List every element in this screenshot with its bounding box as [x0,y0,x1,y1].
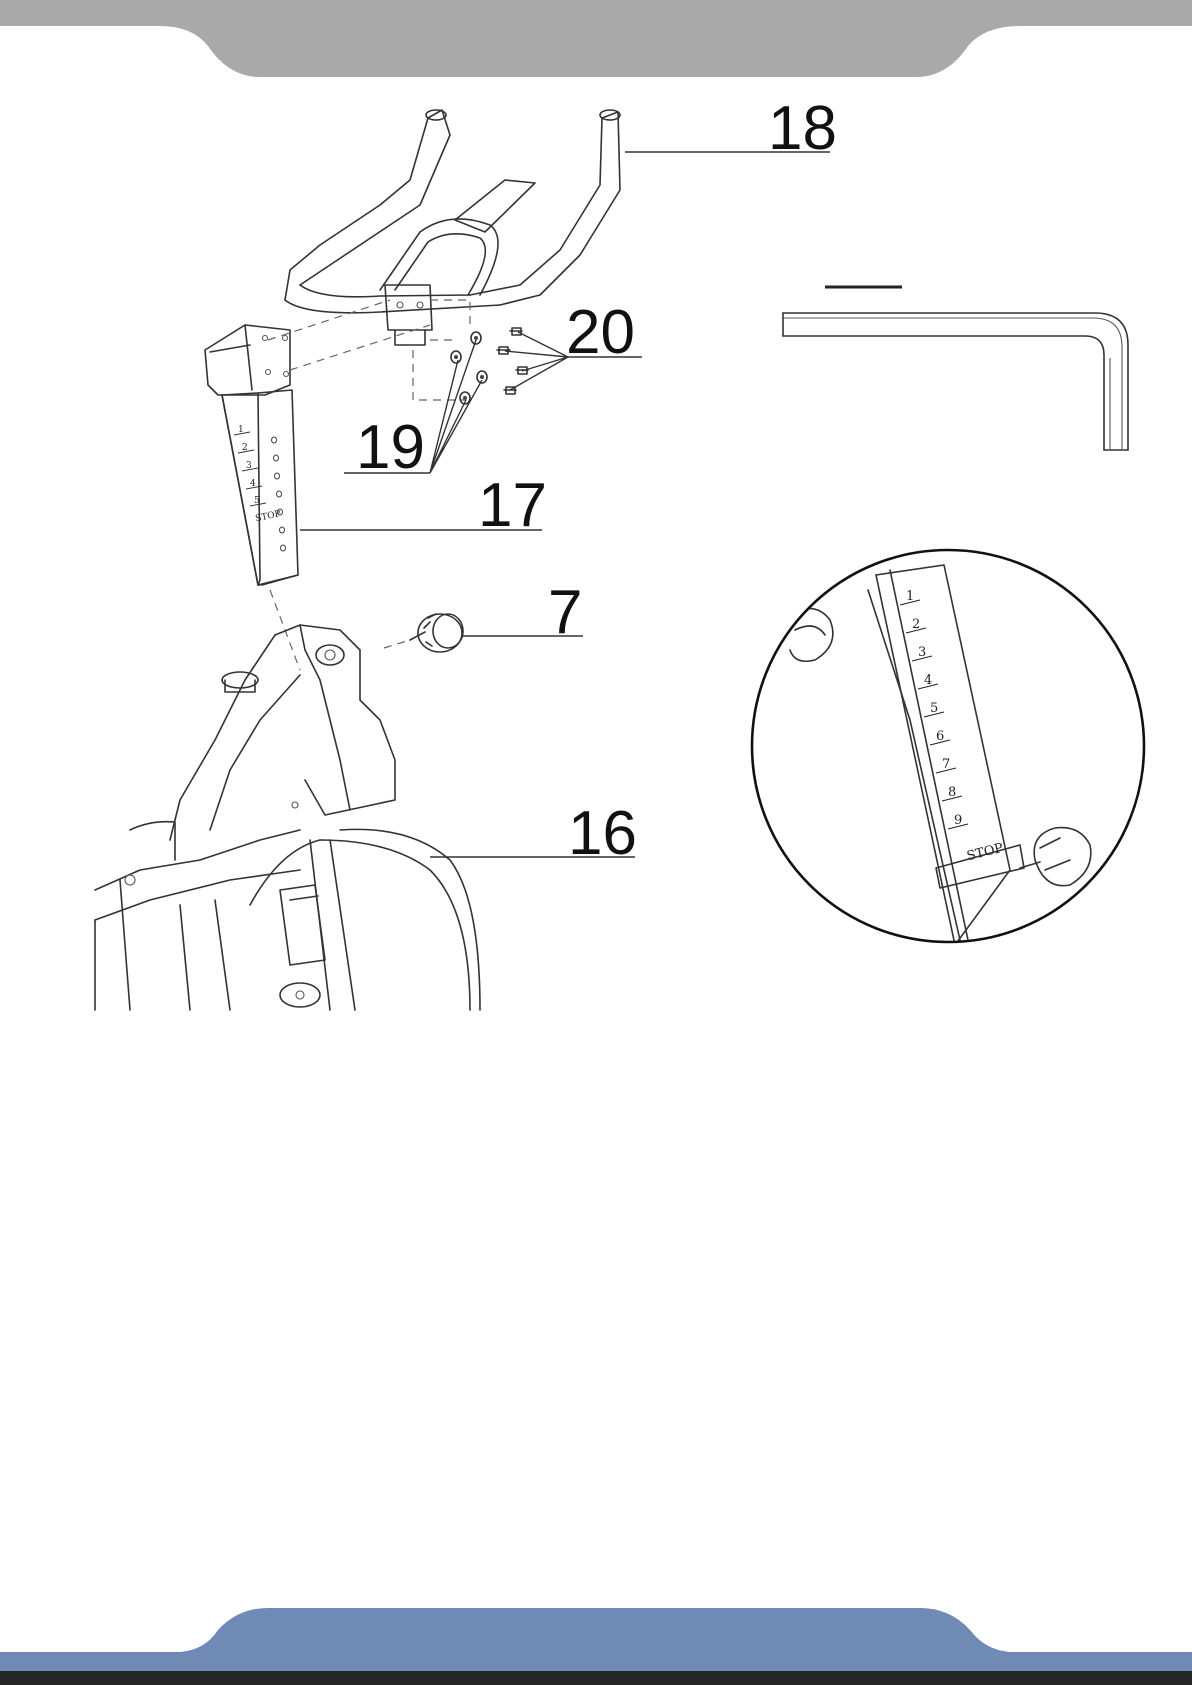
callout-19: 19 [344,340,482,482]
allen-key-icon [783,287,1128,450]
zoom-height-scale: 1 2 3 4 5 6 7 8 9 STOP [900,589,1005,864]
callout-label-7: 7 [548,578,582,647]
callout-20: 20 [505,298,642,390]
callout-label-16: 16 [568,799,637,868]
zoom-detail [752,550,1144,945]
callout-label-17: 17 [478,471,547,540]
callout-label-19: 19 [356,413,425,482]
callout-label-18: 18 [768,94,837,163]
callout-7: 7 [462,578,583,647]
callout-18: 18 [625,94,837,163]
callout-label-20: 20 [566,298,635,367]
fasteners-drawing [451,328,528,404]
handlebar-post-drawing [205,325,298,585]
zoom-scale-stop: STOP [965,841,1005,865]
callout-16: 16 [430,799,637,868]
bike-frame-drawing [95,625,480,1010]
knob-drawing [410,614,463,652]
header-band [0,0,1192,77]
footer-band [0,1608,1192,1685]
